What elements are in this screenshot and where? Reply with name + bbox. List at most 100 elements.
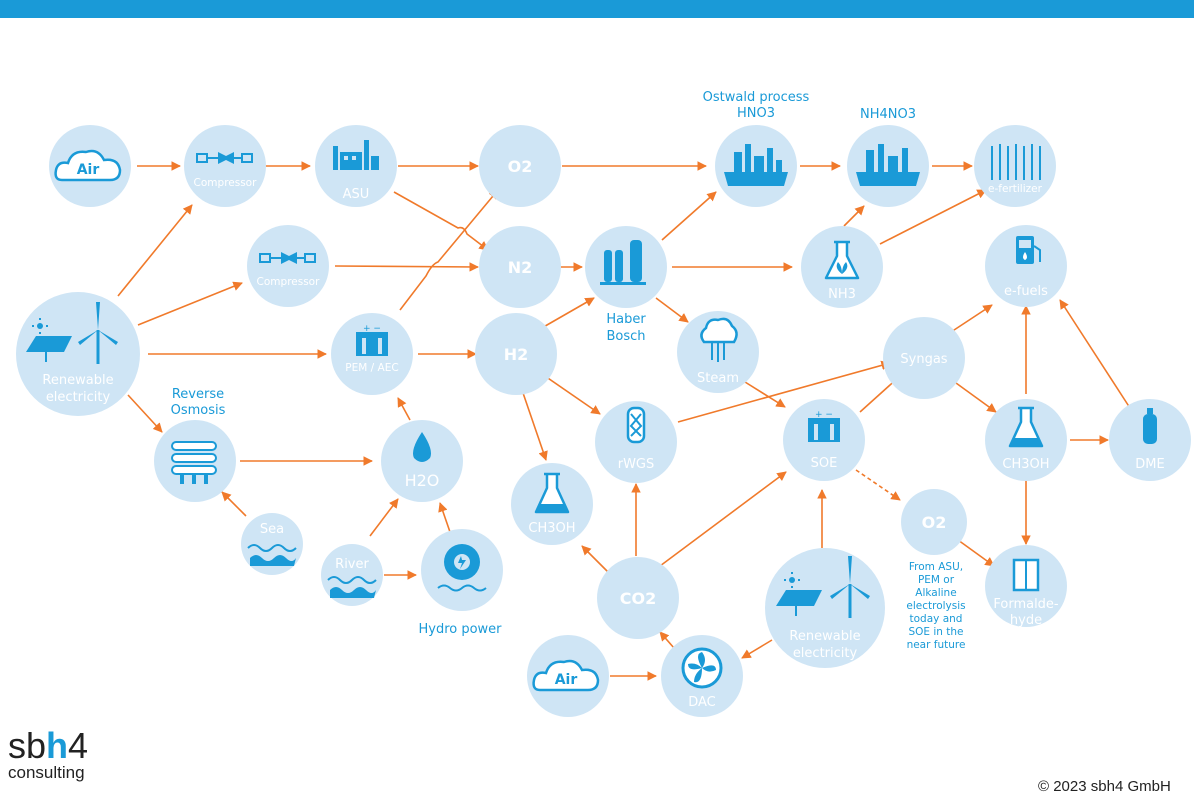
note-line-2: PEM or (918, 574, 955, 586)
arrow-haber-ostwald (661, 191, 717, 241)
logo-post: 4 (68, 725, 89, 766)
arrow-asu-n2 (393, 191, 489, 251)
svg-text:+ −: + − (815, 410, 833, 420)
h2-label: H2 (504, 345, 529, 364)
cabinet-icon (1012, 558, 1040, 592)
hydro-label: Hydro power (418, 622, 502, 637)
o2-source-note: From ASU, PEM or Alkaline electrolysis t… (906, 561, 965, 651)
arrow-syngas-ch3oh (955, 382, 997, 413)
node-syngas: Syngas (883, 317, 965, 399)
arrow-syngas-efuels (947, 304, 993, 335)
reverse-osmosis-title-2: Osmosis (171, 403, 226, 418)
compressor-icon (259, 252, 316, 264)
node-efertilizer: e-fertilizer (974, 125, 1056, 207)
rwgs-label: rWGS (618, 457, 655, 472)
arrow-h2o-pem (397, 397, 411, 421)
arrow-river-h2o (369, 498, 399, 537)
arrow-o2-formaldehyde (957, 539, 995, 567)
cloud-icon (532, 659, 600, 692)
arrow-steam-soe (744, 381, 786, 408)
n2-label: N2 (508, 258, 533, 277)
arrow-dme-efuels (1059, 299, 1131, 409)
h2o-label: H2O (405, 471, 440, 490)
air-bottom-label: Air (555, 672, 578, 688)
reactor-icon (600, 240, 646, 285)
ch3oh-right-label: CH3OH (1002, 457, 1049, 472)
node-soe: + − SOE (783, 399, 865, 481)
node-renewable-bottom: Renewable electricity (765, 548, 885, 668)
fan-icon (681, 647, 723, 689)
arrow-co2-soe (659, 471, 787, 567)
node-nh4no3: NH4NO3 (847, 107, 929, 207)
haber-label-1: Haber (606, 312, 646, 327)
note-line-7: near future (907, 639, 966, 651)
node-compressor-2: Compressor (247, 225, 329, 307)
electrolyzer-icon: + − (356, 324, 388, 356)
logo-pre: sb (8, 725, 47, 766)
hno3-title: HNO3 (737, 106, 775, 121)
arrow-renewable-ro (127, 394, 163, 433)
arrow-renewable2-dac (741, 639, 773, 659)
arrow-h2-rwgs (541, 373, 601, 415)
dme-label: DME (1135, 457, 1164, 472)
fuel-pump-icon (1016, 236, 1041, 264)
arrow-nh3-efertilizer (879, 189, 987, 245)
logo-wordmark: sbh4 (8, 728, 88, 764)
node-pem-aec: + − PEM / AEC (331, 313, 413, 395)
arrow-haber-steam (655, 297, 689, 323)
gas-bottle-icon (1143, 408, 1157, 444)
node-air-bottom: Air (527, 635, 609, 717)
arrow-h2-haber (539, 297, 595, 330)
membrane-icon (171, 441, 217, 484)
factory-icon (333, 140, 379, 170)
arrow-renewable-compressor1 (117, 204, 193, 297)
logo-sub: consulting (8, 763, 85, 782)
asu-label: ASU (343, 187, 370, 202)
node-ostwald: Ostwald process HNO3 (703, 90, 810, 207)
node-dac: DAC (661, 635, 743, 717)
water-drop-icon (413, 432, 431, 462)
node-hydro: Hydro power (418, 529, 503, 637)
node-ch3oh-left: CH3OH (511, 463, 593, 545)
node-compressor-1: Compressor (184, 125, 266, 207)
header-bar (0, 0, 1194, 18)
node-formaldehyde: Formalde- hyde (985, 545, 1067, 628)
node-nh3: NH3 (801, 226, 883, 308)
arrow-dac-co2 (659, 631, 675, 649)
dac-label: DAC (688, 695, 716, 710)
flask-leaf-icon (824, 240, 860, 280)
renewable-left-label-1: Renewable (42, 373, 113, 388)
o2-top-label: O2 (508, 157, 533, 176)
renewable-bottom-label-2: electricity (793, 646, 858, 661)
ch3oh-left-label: CH3OH (528, 521, 575, 536)
river-waves-icon (327, 576, 377, 584)
node-n2: N2 (479, 226, 561, 308)
note-line-1: From ASU, (909, 561, 963, 573)
node-o2-top: O2 (479, 125, 561, 207)
nh4no3-title: NH4NO3 (860, 107, 916, 122)
cloud-icon (54, 149, 122, 182)
waves-icon (247, 544, 297, 552)
arrow-co2-ch3oh (581, 545, 613, 577)
o2-bottom-label: O2 (922, 513, 947, 532)
electrolyzer-icon: + − (808, 410, 840, 442)
node-reverse-osmosis: Reverse Osmosis (154, 387, 236, 502)
steam-label: Steam (697, 371, 739, 386)
formaldehyde-label-2: hyde (1010, 613, 1042, 628)
pem-label: PEM / AEC (345, 362, 398, 374)
nh3-label: NH3 (828, 287, 856, 302)
node-h2o: H2O (381, 420, 463, 502)
solar-wind-icon (776, 556, 870, 618)
node-o2-bottom: O2 From ASU, PEM or Alkaline electrolysi… (901, 489, 967, 651)
node-steam: Steam (677, 311, 759, 393)
arrow-renewable-compressor2 (137, 281, 243, 326)
efuels-label: e-fuels (1004, 284, 1048, 299)
node-river: River (321, 544, 383, 606)
arrow-h2-ch3oh (521, 389, 548, 461)
syngas-label: Syngas (900, 352, 947, 367)
sbh4-logo: sbh4 consulting (8, 728, 88, 782)
fertilizer-plant-icon (856, 144, 920, 186)
arrow-sea-ro (221, 491, 247, 517)
arrow-soe-o2-dashed (855, 469, 901, 501)
